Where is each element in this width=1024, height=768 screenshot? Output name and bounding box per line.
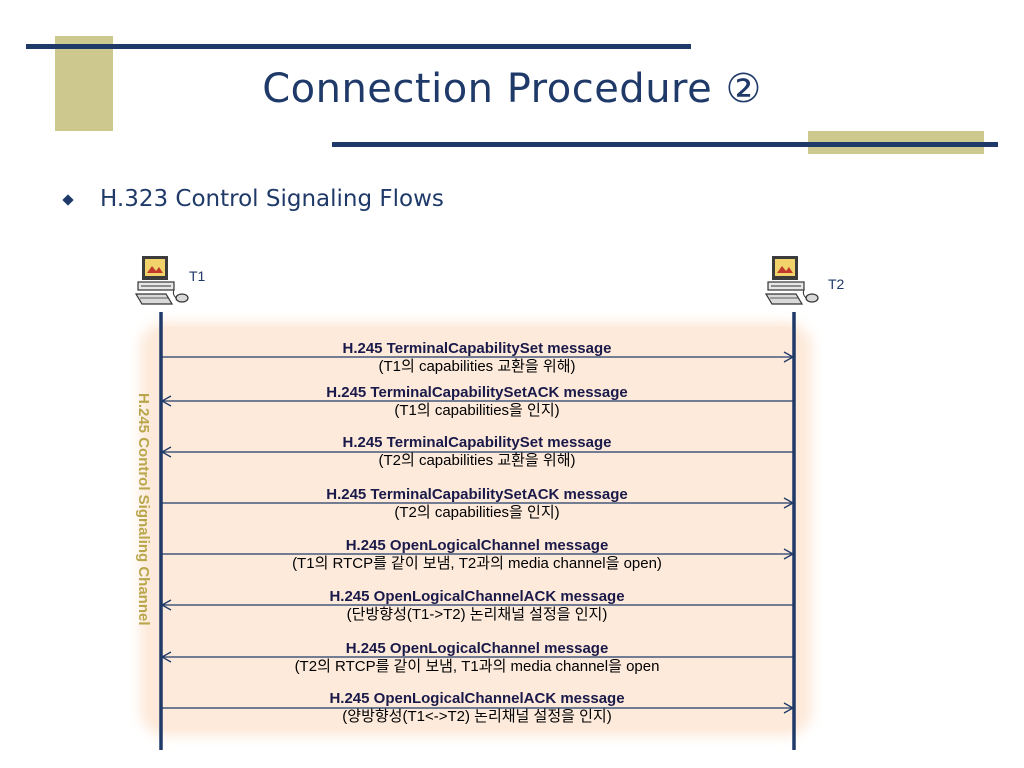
message-description: (T1의 RTCP를 같이 보냄, T2과의 media channel을 op… (292, 555, 662, 572)
message-title: H.245 OpenLogicalChannelACK message (329, 588, 625, 605)
message-description: (T2의 RTCP를 같이 보냄, T1과의 media channel을 op… (294, 658, 660, 675)
arrow-head-icon (160, 446, 172, 458)
header-rule-bottom (332, 142, 998, 147)
message-block: H.245 TerminalCapabilitySet message(T2의 … (164, 434, 790, 470)
message-description: (T2의 capabilities을 인지) (394, 504, 560, 521)
arrow-head-icon (160, 395, 172, 407)
arrow-head-icon (783, 702, 795, 714)
message-block: H.245 OpenLogicalChannel message(T1의 RTC… (164, 537, 790, 573)
arrow-head-icon (783, 497, 795, 509)
message-description: (T1의 capabilities 교환을 위해) (378, 358, 576, 375)
message-block: H.245 OpenLogicalChannelACK message(단방향성… (164, 588, 790, 624)
message-description: (T2의 capabilities 교환을 위해) (378, 452, 576, 469)
channel-label: H.245 Control Signaling Channel (135, 393, 152, 626)
computer-workstation-icon (134, 256, 189, 305)
message-description: (양방향성(T1<->T2) 논리채널 설정을 인지) (342, 708, 612, 725)
message-block: H.245 TerminalCapabilitySetACK message(T… (164, 384, 790, 420)
olive-accent-block-left (55, 36, 113, 131)
message-title: H.245 OpenLogicalChannel message (345, 537, 609, 554)
arrow-head-icon (160, 599, 172, 611)
message-block: H.245 TerminalCapabilitySet message(T1의 … (164, 340, 790, 376)
arrow-head-icon (783, 351, 795, 363)
message-title: H.245 TerminalCapabilitySetACK message (326, 486, 628, 503)
message-description: (T1의 capabilities을 인지) (394, 402, 560, 419)
arrow-head-icon (783, 548, 795, 560)
message-title: H.245 OpenLogicalChannel message (345, 640, 609, 657)
arrow-head-icon (160, 651, 172, 663)
terminal-label-t1: T1 (189, 268, 206, 284)
slide-title: Connection Procedure ② (262, 66, 762, 112)
bullet-text: H.323 Control Signaling Flows (100, 186, 444, 212)
computer-workstation-icon (764, 256, 819, 305)
header-rule-top (26, 44, 691, 49)
terminal-label-t2: T2 (828, 276, 845, 292)
message-block: H.245 OpenLogicalChannelACK message(양방향성… (164, 690, 790, 726)
message-block: H.245 OpenLogicalChannel message(T2의 RTC… (164, 640, 790, 676)
message-title: H.245 OpenLogicalChannelACK message (329, 690, 625, 707)
message-description: (단방향성(T1->T2) 논리채널 설정을 인지) (346, 606, 608, 623)
message-block: H.245 TerminalCapabilitySetACK message(T… (164, 486, 790, 522)
message-title: H.245 TerminalCapabilitySet message (342, 434, 612, 451)
message-title: H.245 TerminalCapabilitySet message (342, 340, 612, 357)
message-title: H.245 TerminalCapabilitySetACK message (326, 384, 628, 401)
